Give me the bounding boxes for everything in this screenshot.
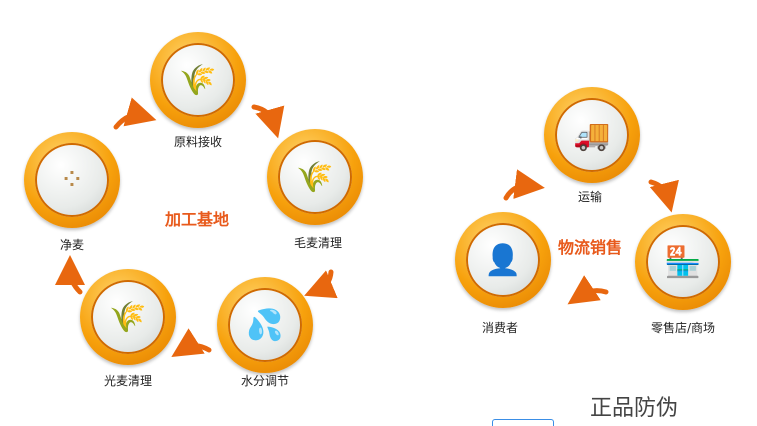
store-icon: 🏪 <box>646 225 720 299</box>
anti-counterfeit-heading: 正品防伪 <box>590 396 679 421</box>
step-label: 水分调节 <box>240 374 290 388</box>
tab-button[interactable] <box>492 419 554 426</box>
step-label: 消费者 <box>481 321 519 335</box>
processing-base-title: 加工基地 <box>164 210 230 229</box>
step-label: 运输 <box>577 190 603 204</box>
water-hose-icon: 💦 <box>228 288 302 362</box>
step-raw-wheat-cleaning: 🌾 <box>267 129 363 225</box>
step-clean-wheat: ⁘ <box>24 132 120 228</box>
clean-wheat-icon: 🌾 <box>91 280 165 354</box>
arrow <box>171 328 212 358</box>
arrow <box>251 104 285 139</box>
step-raw-material-receiving: 🌾 <box>150 32 246 128</box>
wheat-bundle-icon: 🌾 <box>161 43 235 117</box>
arrow <box>648 179 679 213</box>
truck-icon: 🚚 <box>555 98 629 172</box>
arrow <box>113 97 157 130</box>
step-label: 毛麦清理 <box>293 236 343 250</box>
arrow <box>55 255 86 295</box>
step-label: 零售店/商场 <box>650 321 716 335</box>
arrow <box>304 269 338 299</box>
step-retail-store: 🏪 <box>635 214 731 310</box>
arrow <box>503 169 545 201</box>
consumer-icon: 👤 <box>466 223 540 297</box>
step-consumer: 👤 <box>455 212 551 308</box>
logistics-sales-title: 物流销售 <box>557 238 623 257</box>
step-moisture-conditioning: 💦 <box>217 277 313 373</box>
step-transport: 🚚 <box>544 87 640 183</box>
step-label: 原料接收 <box>173 135 223 149</box>
arrow <box>567 275 609 305</box>
wheat-grains-icon: ⁘ <box>35 143 109 217</box>
step-clean-wheat-cleaning: 🌾 <box>80 269 176 365</box>
wheat-ears-icon: 🌾 <box>278 140 352 214</box>
step-label: 光麦清理 <box>103 374 153 388</box>
step-label: 净麦 <box>59 238 85 252</box>
